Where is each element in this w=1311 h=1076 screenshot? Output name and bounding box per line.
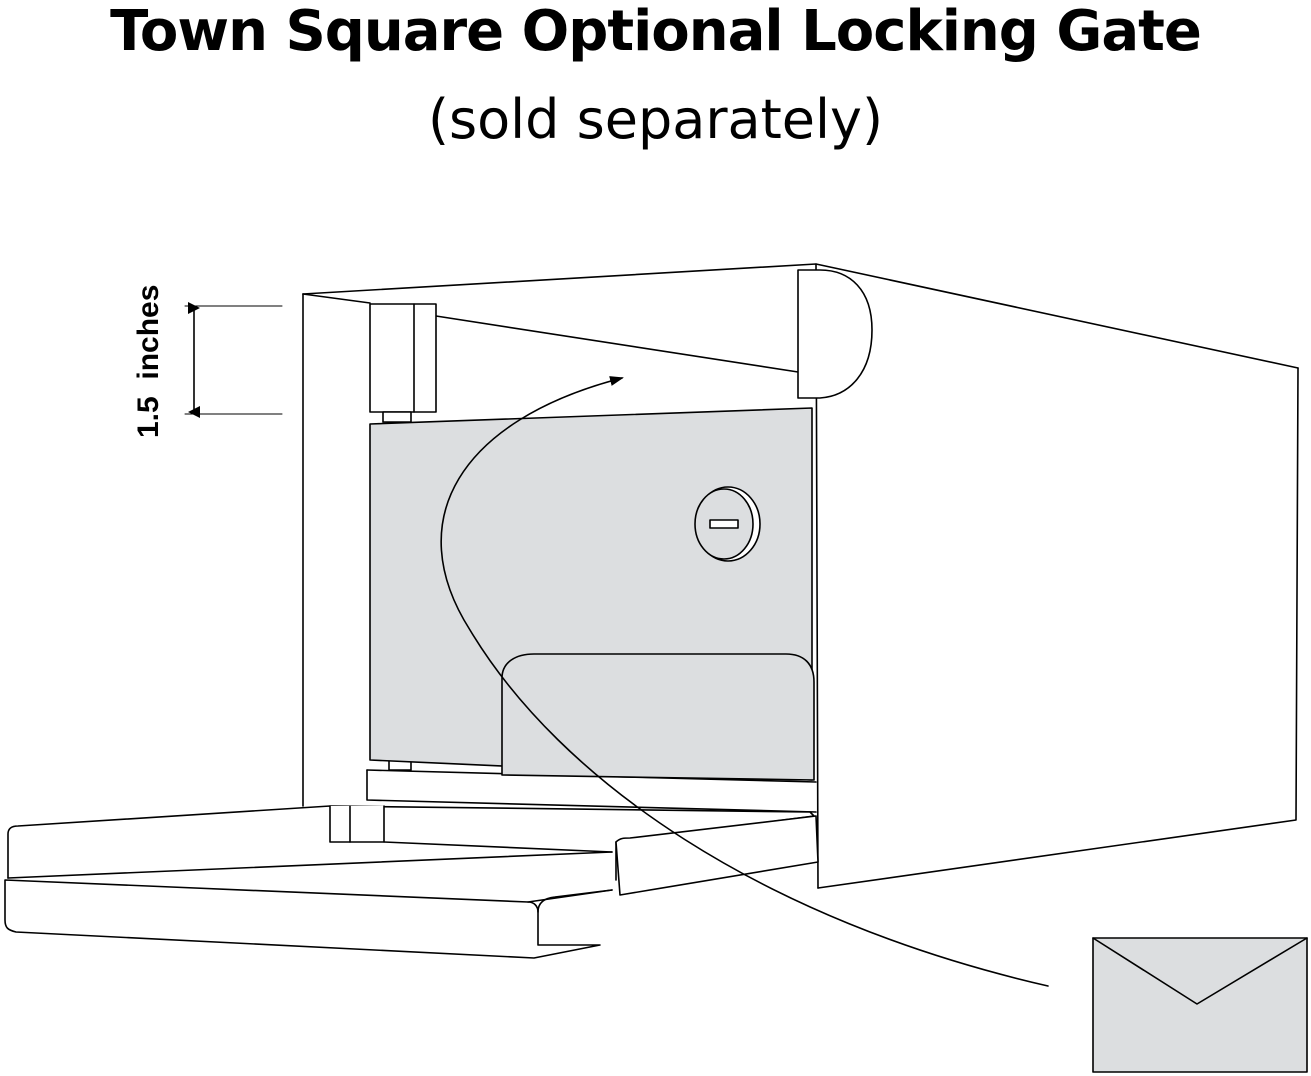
dimension-label: 1.5 inches xyxy=(132,285,165,438)
diagram-title: Town Square Optional Locking Gate xyxy=(110,0,1202,64)
envelope-icon xyxy=(1092,937,1308,1073)
lock-icon xyxy=(694,486,761,562)
mail-slot-tray xyxy=(501,653,815,781)
curved-arrow-icon xyxy=(440,376,1049,987)
door-latch xyxy=(797,269,873,399)
dimension-indicator xyxy=(184,302,283,418)
diagram-subtitle: (sold separately) xyxy=(427,88,884,151)
mailbox-front-door xyxy=(4,805,819,959)
